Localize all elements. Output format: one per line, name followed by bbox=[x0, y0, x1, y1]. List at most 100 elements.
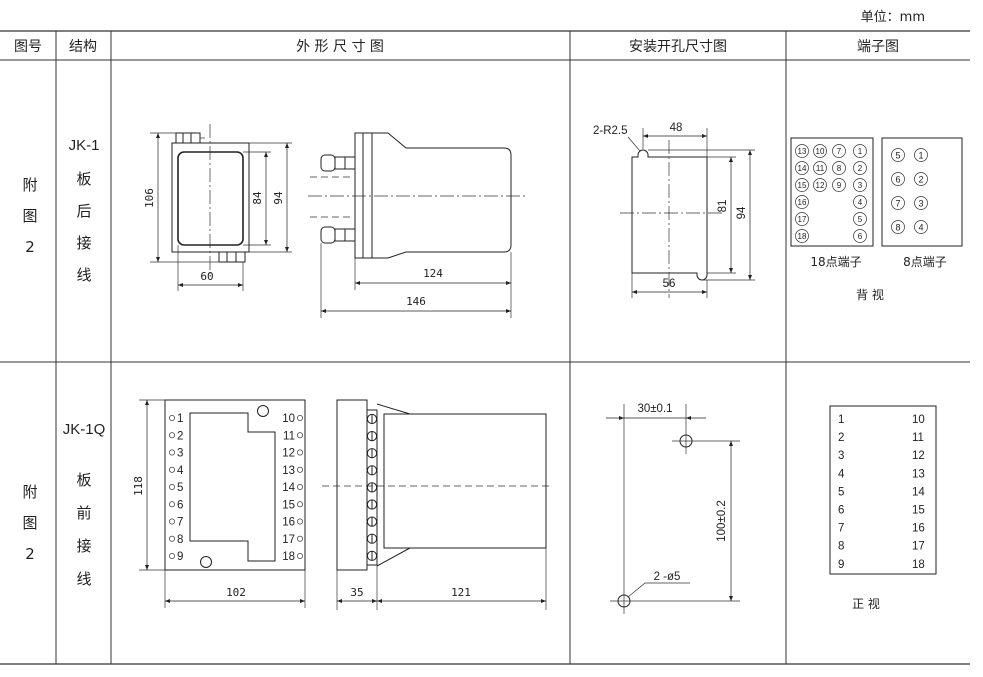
dim-top: 48 bbox=[642, 122, 708, 157]
terminal-screws bbox=[366, 413, 378, 561]
terminal-list-left: 3 bbox=[838, 450, 844, 462]
jk1-panel-cutout: 2-R2.5 48 56 81 94 bbox=[593, 122, 755, 298]
terminal-number: 3 bbox=[858, 181, 863, 190]
jk1-side-view bbox=[308, 132, 528, 259]
terminal-label-right: 18 bbox=[282, 551, 295, 563]
dim-hole-spacing-h: 30±0.1 bbox=[637, 403, 672, 415]
terminal-number: 6 bbox=[858, 232, 863, 241]
terminal-11-marker: 11 bbox=[813, 161, 827, 175]
wiring-char: 接 bbox=[76, 537, 91, 555]
terminal-screw bbox=[366, 448, 378, 459]
terminal-2-marker: 2 bbox=[914, 172, 928, 186]
terminal-circle bbox=[795, 144, 809, 158]
header-cutout: 安装开孔尺寸图 bbox=[629, 39, 727, 55]
wiring-char: 板 bbox=[76, 471, 91, 489]
terminal-screw bbox=[366, 482, 378, 493]
terminal-box-18 bbox=[790, 137, 874, 247]
figure-char: 图 bbox=[22, 514, 37, 532]
terminal-label-right: 15 bbox=[282, 499, 295, 511]
terminal-10-marker: 10 bbox=[813, 144, 827, 158]
dim-outer-height: 94 bbox=[249, 142, 292, 253]
view-label: 背 视 bbox=[856, 287, 884, 302]
terminal-number: 9 bbox=[837, 181, 842, 190]
terminal-label-right: 10 bbox=[282, 413, 295, 425]
relay-body-outline bbox=[372, 132, 512, 259]
terminal-point bbox=[297, 501, 303, 508]
figure-char: 图 bbox=[22, 207, 37, 225]
terminal-circle bbox=[891, 220, 905, 234]
hole-note: 2 -ø5 bbox=[654, 571, 681, 583]
terminal-list-left: 4 bbox=[838, 468, 845, 480]
terminal-circle bbox=[795, 195, 809, 209]
dim-body-length: 124 bbox=[354, 252, 512, 318]
terminal-number: 2 bbox=[858, 164, 863, 173]
terminal-list-right: 13 bbox=[912, 468, 925, 480]
terminal-number: 18 bbox=[798, 232, 807, 241]
terminal-15-marker: 15 bbox=[795, 178, 809, 192]
dim-total-length: 146 bbox=[320, 243, 511, 318]
terminal-number: 5 bbox=[895, 150, 900, 160]
terminal-circle bbox=[795, 229, 809, 243]
terminal-label-right: 14 bbox=[282, 482, 295, 494]
terminal-1-marker: 1 bbox=[853, 144, 867, 158]
terminal-circle bbox=[813, 161, 827, 175]
dim-hole-spacing-v: 100±0.2 bbox=[716, 500, 728, 542]
terminal-5-marker: 5 bbox=[891, 148, 905, 162]
terminal-circle bbox=[795, 178, 809, 192]
terminal-circle bbox=[813, 144, 827, 158]
terminal-point bbox=[169, 432, 175, 439]
header-outline: 外 形 尺 寸 图 bbox=[296, 39, 384, 55]
dim-value: 121 bbox=[451, 586, 471, 599]
header-structure: 结构 bbox=[69, 39, 97, 55]
terminal-4-marker: 4 bbox=[853, 195, 867, 209]
wiring-char: 板 bbox=[76, 170, 91, 188]
terminal-label-left: 5 bbox=[177, 482, 183, 494]
dim-value: 106 bbox=[143, 188, 156, 208]
terminal-circle bbox=[832, 178, 846, 192]
terminal-point bbox=[297, 484, 303, 490]
dim-value: 60 bbox=[200, 270, 213, 283]
terminal-list-right: 18 bbox=[912, 559, 925, 571]
terminal-list-left: 1 bbox=[838, 414, 844, 426]
dim-front-height: 118 bbox=[132, 399, 165, 571]
terminal-point bbox=[169, 501, 175, 508]
terminal-list-left: 5 bbox=[838, 486, 844, 498]
dim-inner-height: 84 bbox=[243, 151, 271, 246]
terminal-label-left: 8 bbox=[177, 534, 183, 546]
terminal-box-8-label: 8点端子 bbox=[903, 255, 947, 269]
terminal-number: 5 bbox=[858, 215, 863, 224]
terminal-9-marker: 9 bbox=[832, 178, 846, 192]
terminal-number: 1 bbox=[918, 150, 923, 160]
jk1-front-view bbox=[171, 124, 250, 274]
terminal-number: 15 bbox=[798, 181, 807, 190]
terminal-list-right: 16 bbox=[912, 523, 925, 535]
row1-structure: JK-1 板 后 接 线 bbox=[69, 137, 100, 284]
terminal-label-right: 11 bbox=[283, 430, 295, 442]
terminal-list-left: 6 bbox=[838, 505, 844, 517]
terminal-point bbox=[169, 415, 175, 421]
terminal-7-marker: 7 bbox=[891, 196, 905, 210]
terminal-3-marker: 3 bbox=[914, 196, 928, 210]
terminal-circle bbox=[914, 220, 928, 234]
terminal-list-right: 15 bbox=[912, 505, 925, 517]
terminal-point bbox=[169, 484, 175, 490]
terminal-number: 17 bbox=[798, 215, 807, 224]
terminal-point bbox=[297, 415, 303, 421]
terminal-number: 8 bbox=[895, 222, 900, 232]
terminal-screw bbox=[366, 499, 378, 510]
terminal-label-right: 17 bbox=[282, 534, 295, 546]
terminal-4-marker: 4 bbox=[914, 220, 928, 234]
terminal-circle bbox=[914, 196, 928, 210]
dim-value: 146 bbox=[406, 295, 426, 308]
terminal-point bbox=[297, 535, 303, 542]
rear-bolt-top bbox=[320, 154, 356, 172]
bottom-terminal-block bbox=[218, 251, 246, 263]
terminal-list-left: 8 bbox=[838, 541, 844, 553]
cutout-outline bbox=[631, 149, 708, 281]
dim-body-depth: 121 bbox=[377, 548, 547, 610]
terminal-list-box bbox=[829, 405, 937, 575]
terminal-8-marker: 8 bbox=[891, 220, 905, 234]
dim-cutout-width: 56 bbox=[631, 273, 708, 298]
